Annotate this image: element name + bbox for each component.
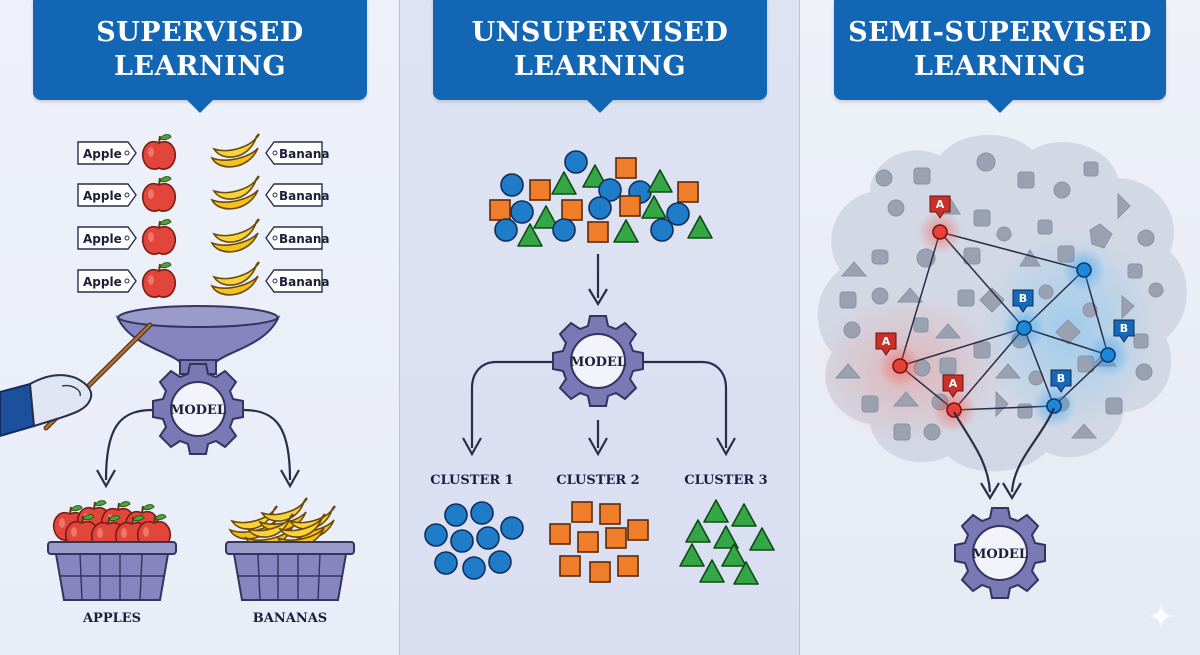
apple-icon — [141, 261, 177, 299]
arrow-b-to-model — [1010, 407, 1056, 493]
sparkle-icon — [1148, 603, 1174, 629]
banana-icon — [210, 174, 261, 211]
semi-title-line2: LEARNING — [914, 51, 1086, 82]
marker-b-3: B — [1050, 369, 1072, 393]
unsupervised-title-line2: LEARNING — [514, 51, 686, 82]
supervised-title-line2: LEARNING — [114, 51, 286, 82]
semi-title-line1: SEMI-SUPERVISED — [848, 17, 1152, 48]
supervised-title-line1: SUPERVISED — [96, 17, 304, 48]
labeled-node-a — [932, 224, 948, 240]
pointer-hand — [0, 322, 153, 438]
cluster-2-label: CLUSTER 2 — [556, 473, 639, 488]
unlabeled-data-pile — [489, 150, 713, 247]
unsupervised-panel: UNSUPERVISED LEARNING — [400, 0, 800, 655]
semi-model-label: MODEL — [972, 547, 1028, 562]
marker-b-2: B — [1113, 319, 1135, 343]
semi-supervised-title-banner: SEMI-SUPERVISED LEARNING — [834, 0, 1166, 113]
apple-tag-2: Apple — [77, 183, 137, 207]
supervised-diagram: Apple Apple Apple Apple — [0, 132, 355, 626]
arrow-to-cluster-1 — [470, 360, 552, 448]
marker-b-1-text: B — [1019, 292, 1027, 305]
apples-output-label: APPLES — [82, 611, 141, 626]
supervised-panel: SUPERVISED LEARNING — [0, 0, 400, 655]
arrow-to-cluster-3 — [644, 360, 728, 448]
apple-icon — [141, 133, 177, 171]
supervised-model-label: MODEL — [170, 403, 226, 418]
apple-tag-1-label: Apple — [83, 147, 122, 161]
banana-tag-2: Banana — [265, 183, 330, 207]
cluster-2-squares — [549, 501, 649, 583]
labeled-node-b — [1076, 262, 1092, 278]
banana-icon — [210, 260, 261, 297]
labeled-node-a — [892, 358, 908, 374]
apple-tag-1: Apple — [77, 141, 137, 165]
labeled-node-b — [1100, 347, 1116, 363]
banana-icon — [210, 217, 261, 254]
apple-tag-3-label: Apple — [83, 232, 122, 246]
banana-tag-1-label: Banana — [279, 147, 330, 161]
banana-icon — [210, 132, 261, 169]
marker-b-2-text: B — [1120, 322, 1128, 335]
banana-tag-1: Banana — [265, 141, 330, 165]
banana-tag-3-label: Banana — [279, 232, 330, 246]
marker-a-3: A — [942, 374, 964, 398]
labeled-node-a — [946, 402, 962, 418]
semi-supervised-panel: SEMI-SUPERVISED LEARNING — [800, 0, 1200, 655]
apple-icon — [141, 218, 177, 256]
marker-a-2-text: A — [882, 335, 891, 348]
arrow-to-bananas — [243, 408, 292, 481]
marker-a-1-text: A — [936, 198, 945, 211]
arrow-to-apples — [104, 408, 153, 481]
apple-tag-4-label: Apple — [83, 275, 122, 289]
supervised-title-banner: SUPERVISED LEARNING — [33, 0, 367, 113]
marker-a-3-text: A — [949, 377, 958, 390]
labeled-node-b — [1016, 320, 1032, 336]
cluster-1-label: CLUSTER 1 — [430, 473, 513, 488]
funnel — [115, 305, 281, 375]
cluster-3-label: CLUSTER 3 — [684, 473, 767, 488]
bananas-output-label: BANANAS — [253, 611, 327, 626]
arrow-a-to-model — [953, 411, 992, 493]
banana-basket — [225, 496, 355, 601]
apple-icon — [141, 175, 177, 213]
semi-supervised-diagram: A A A B B B — [815, 134, 1187, 599]
banana-tag-2-label: Banana — [279, 189, 330, 203]
banana-tag-4: Banana — [265, 269, 330, 293]
apple-tag-3: Apple — [77, 226, 137, 250]
apple-tag-2-label: Apple — [83, 189, 122, 203]
marker-a-2: A — [875, 332, 897, 356]
banana-tag-3: Banana — [265, 226, 330, 250]
banana-tag-4-label: Banana — [279, 275, 330, 289]
basket-bananas — [228, 496, 337, 549]
apple-basket — [47, 499, 177, 601]
unsupervised-diagram: MODEL CLUSTER 1 CLUSTER 2 CLUSTER 3 — [424, 150, 775, 585]
unsupervised-title-banner: UNSUPERVISED LEARNING — [433, 0, 767, 113]
apple-tag-4: Apple — [77, 269, 137, 293]
unsupervised-model-label: MODEL — [570, 355, 626, 370]
labeled-node-b — [1046, 398, 1062, 414]
marker-a-1: A — [929, 195, 951, 219]
marker-b-1: B — [1012, 289, 1034, 313]
cluster-1-circles — [424, 501, 524, 580]
marker-b-3-text: B — [1057, 372, 1065, 385]
cluster-3-triangles — [679, 499, 775, 585]
unsupervised-title-line1: UNSUPERVISED — [471, 17, 729, 48]
